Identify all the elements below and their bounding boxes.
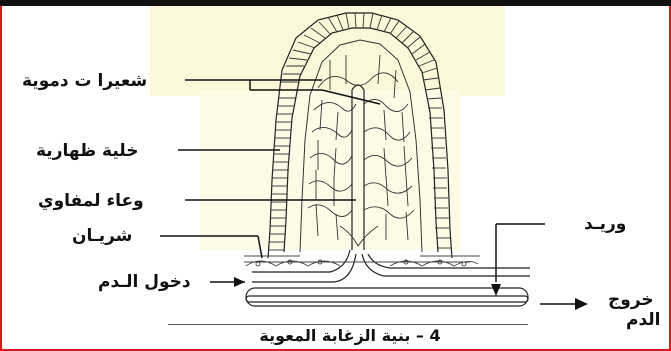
capillary-network: [308, 55, 414, 246]
label-artery: شريـان: [72, 226, 132, 246]
label-vein: وريـد: [584, 214, 626, 234]
artery: [252, 250, 356, 282]
label-blood-in: دخول الـدم: [98, 272, 191, 292]
blood-out-arrowhead: [575, 298, 588, 310]
vein-pointer-arrowhead: [491, 284, 501, 296]
label-epithelial-cell: خلية ظهارية: [36, 141, 138, 161]
caption-rule: [168, 324, 528, 325]
epithelium-layer: [268, 13, 452, 258]
label-blood-out-line1: خروج: [608, 290, 654, 310]
epithelium-stripes: [269, 13, 451, 250]
blood-in-arrowhead: [234, 277, 245, 287]
label-lymph-vessel: وعاء لمفاوي: [38, 191, 144, 211]
lower-vessel-bundle: [246, 288, 528, 306]
label-blood-out-line2: الدم: [626, 310, 661, 330]
leader-lines: [160, 80, 575, 304]
submucosa-cells: [244, 256, 480, 266]
label-capillaries: شعيرا ت دموية: [22, 71, 147, 91]
central-lacteal: [352, 85, 364, 250]
vein: [362, 254, 530, 276]
figure-caption: 4 – بنية الزغابة المعوية: [230, 326, 470, 345]
